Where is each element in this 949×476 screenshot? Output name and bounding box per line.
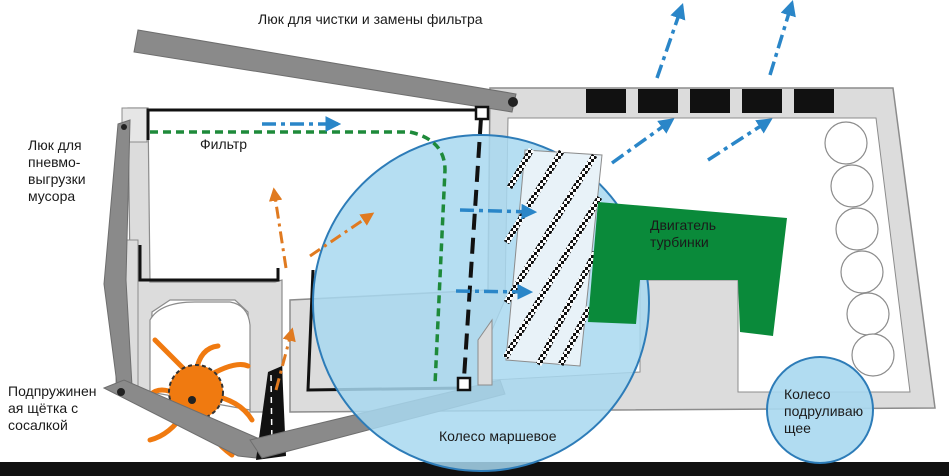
airflow-arrows <box>262 0 796 300</box>
battery-cells <box>824 121 895 377</box>
dustbin-outline-top <box>146 108 485 140</box>
vent-slot-4 <box>742 89 782 113</box>
vent-slot-3 <box>690 89 730 113</box>
filter-pivot-bottom <box>456 376 472 392</box>
label-steer-wheel: Колесо подруливаю щее <box>784 386 864 436</box>
vent-slot-1 <box>586 89 626 113</box>
label-filter-hatch: Люк для чистки и замены фильтра <box>258 11 483 27</box>
dustbin-outline-left <box>138 245 280 282</box>
filter-pleats <box>502 147 603 367</box>
turbine-motor <box>588 202 787 336</box>
label-pneumo-hatch: Люк для пневмо- выгрузки мусора <box>28 137 86 204</box>
label-drive-wheel: Колесо маршевое <box>439 428 557 444</box>
filter-pivot-top <box>474 105 490 121</box>
filter-frame-line <box>462 117 483 379</box>
lever-pivot-top <box>508 97 518 107</box>
brush-arm-pivot <box>117 388 125 396</box>
intake-arrows <box>268 187 375 391</box>
steer-wheel <box>766 356 874 464</box>
label-turbine-motor: Двигатель турбинки <box>650 217 717 250</box>
housing-fragment <box>477 318 493 386</box>
filter-mesh-line <box>150 130 447 386</box>
brush-axle <box>188 396 196 404</box>
vent-slot-2 <box>638 89 678 113</box>
vent-slot-5 <box>794 89 834 113</box>
lever-pivot-left <box>121 124 127 130</box>
filter-hatch-lever <box>133 29 517 113</box>
label-brush: Подпружинен ая щётка с сосалкой <box>8 383 97 433</box>
label-filter: Фильтр <box>200 136 248 152</box>
